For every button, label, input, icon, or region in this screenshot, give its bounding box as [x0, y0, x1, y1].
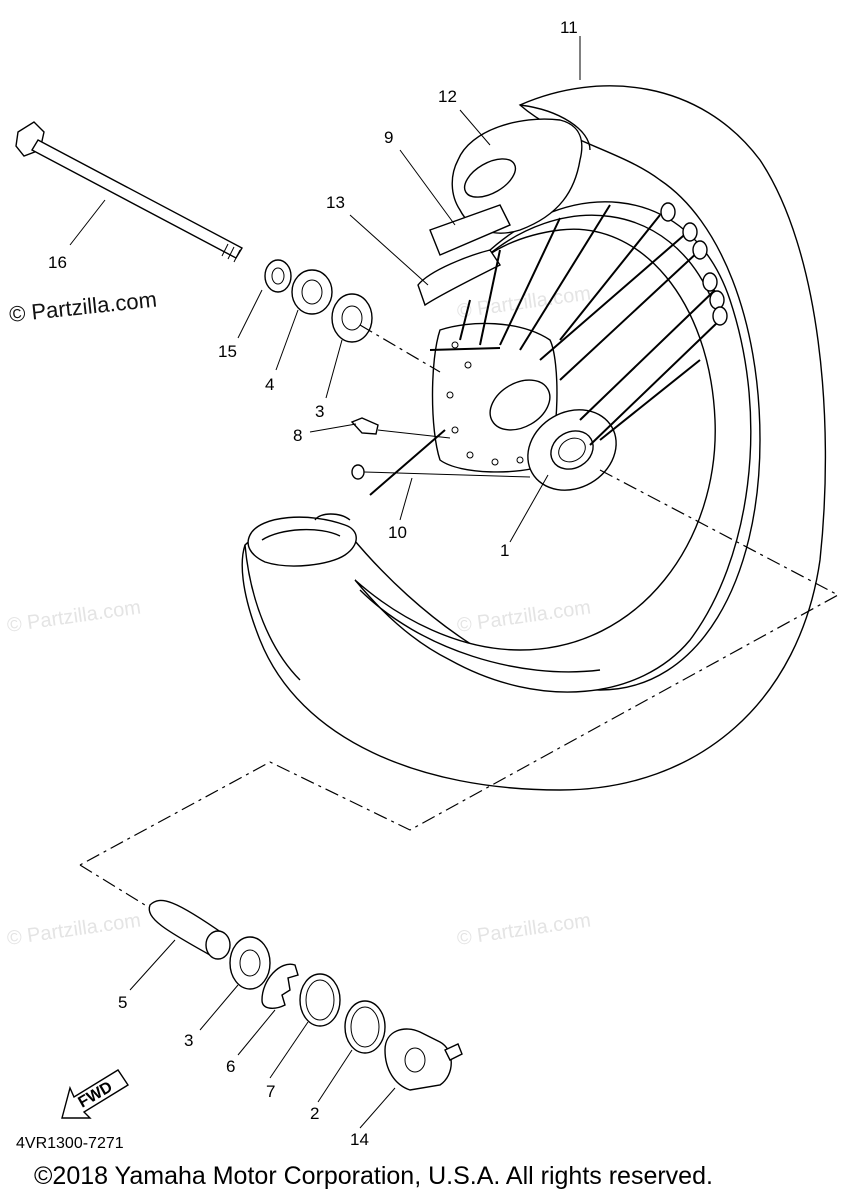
callout-4: 4 — [265, 375, 274, 394]
watermark-left-mid: © Partzilla.com — [6, 596, 143, 637]
leader-lines — [69, 36, 581, 1129]
front-axle — [15, 121, 243, 263]
callout-2: 2 — [310, 1104, 319, 1123]
callout-14: 14 — [350, 1130, 369, 1149]
copyright-notice: ©2018 Yamaha Motor Corporation, U.S.A. A… — [34, 1162, 713, 1190]
callout-12: 12 — [438, 87, 457, 106]
locating-plate-6 — [261, 963, 299, 1009]
bolt-8 — [350, 417, 451, 439]
callout-9: 9 — [384, 128, 393, 147]
callout-13: 13 — [326, 193, 345, 212]
section-boundary-lower — [79, 864, 146, 906]
oil-seal-4 — [291, 269, 333, 315]
bearing-3-upper — [331, 293, 373, 343]
watermark-right-top: © Partzilla.com — [456, 282, 593, 323]
callout-6: 6 — [226, 1057, 235, 1076]
callout-5: 5 — [118, 993, 127, 1012]
callout-3-upper: 3 — [315, 402, 324, 421]
oil-seal-7 — [299, 973, 341, 1027]
watermark-right-mid: © Partzilla.com — [456, 596, 593, 637]
diagram-code: 4VR1300-7271 — [16, 1135, 124, 1152]
collar-5 — [148, 899, 231, 960]
callout-16: 16 — [48, 253, 67, 272]
watermark-main: © Partzilla.com — [8, 287, 158, 327]
spokes — [369, 204, 721, 496]
callout-15: 15 — [218, 342, 237, 361]
rim — [354, 201, 752, 693]
inner-tube — [451, 118, 583, 234]
axis-line-upper — [359, 324, 441, 373]
fwd-arrow-icon: FWD — [61, 1069, 129, 1119]
callout-1: 1 — [500, 541, 509, 560]
spoke-nipples — [660, 202, 728, 326]
section-boundary — [79, 469, 840, 866]
callout-11: 11 — [560, 18, 578, 37]
callout-10: 10 — [388, 523, 407, 542]
meter-gear-unit-14 — [384, 1028, 463, 1091]
oil-seal-2 — [344, 1000, 386, 1054]
bearing-3-lower — [229, 936, 271, 990]
watermark-right-low: © Partzilla.com — [456, 909, 593, 950]
hub — [431, 322, 617, 491]
callout-7: 7 — [266, 1082, 275, 1101]
nut-10 — [351, 464, 531, 480]
collar-15 — [264, 259, 292, 293]
callout-3-lower: 3 — [184, 1031, 193, 1050]
callout-8: 8 — [293, 426, 302, 445]
watermark-left-low: © Partzilla.com — [6, 909, 143, 950]
rim-band — [417, 204, 511, 307]
